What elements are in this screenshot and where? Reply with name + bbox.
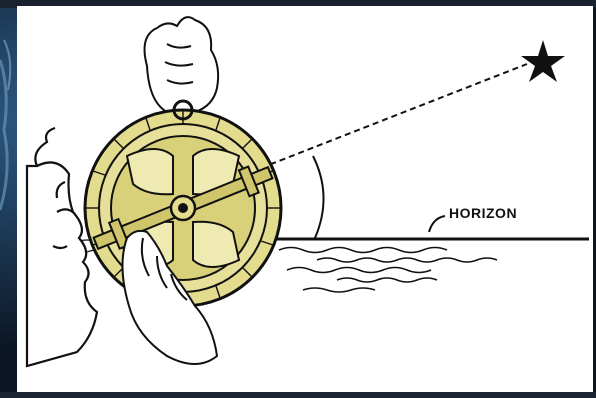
angle-arc (313, 156, 324, 238)
horizon-label: HORIZON (449, 205, 517, 221)
sight-line (261, 64, 527, 168)
astrolabe-icon (85, 101, 281, 306)
star-icon (521, 40, 565, 82)
horizon-callout: HORIZON (429, 205, 517, 232)
upper-hand (145, 17, 219, 112)
observer-face (27, 128, 97, 366)
astrolabe-illustration: HORIZON (17, 6, 593, 392)
illustration-panel: HORIZON (17, 6, 593, 392)
